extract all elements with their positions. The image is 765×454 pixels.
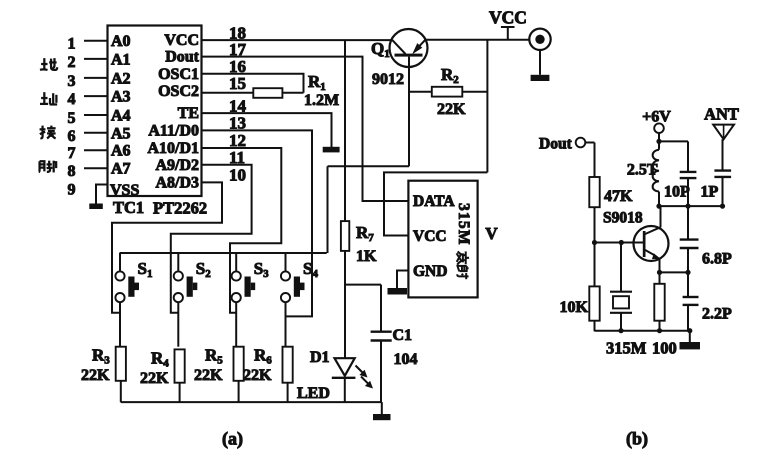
svg-text:22K: 22K	[81, 367, 110, 384]
svg-text:6.8P: 6.8P	[702, 251, 732, 268]
svg-text:VCC: VCC	[413, 228, 447, 245]
svg-text:A0: A0	[111, 33, 131, 50]
svg-text:104: 104	[394, 351, 418, 368]
svg-text:7: 7	[68, 145, 76, 162]
svg-text:Dout: Dout	[165, 49, 199, 66]
svg-text:VCC: VCC	[489, 8, 527, 28]
svg-text:A10/D1: A10/D1	[147, 140, 199, 157]
svg-text:6: 6	[68, 128, 76, 145]
svg-text:A7: A7	[111, 161, 131, 178]
svg-text:10: 10	[229, 166, 246, 185]
svg-text:+6V: +6V	[642, 109, 671, 126]
svg-text:16: 16	[229, 57, 246, 76]
svg-text:A9/D2: A9/D2	[155, 157, 199, 174]
svg-text:DATA: DATA	[413, 193, 455, 210]
svg-text:OSC2: OSC2	[158, 83, 199, 100]
svg-text:1.2M: 1.2M	[304, 92, 339, 109]
svg-text:A1: A1	[111, 51, 131, 68]
svg-text:GND: GND	[413, 263, 447, 280]
svg-text:Dout: Dout	[539, 136, 573, 153]
svg-text:A4: A4	[111, 108, 131, 125]
svg-text:47K: 47K	[604, 188, 633, 205]
svg-text:(b): (b)	[626, 429, 648, 450]
svg-text:22K: 22K	[437, 101, 466, 118]
svg-text:4: 4	[68, 91, 76, 108]
svg-text:12: 12	[229, 131, 246, 150]
svg-text:ANT: ANT	[704, 105, 739, 124]
svg-text:VSS: VSS	[110, 182, 139, 199]
svg-text:R2: R2	[441, 65, 459, 86]
svg-text:C1: C1	[393, 327, 413, 344]
svg-text:10K: 10K	[560, 299, 589, 316]
svg-text:S9018: S9018	[603, 210, 643, 227]
svg-text:TE: TE	[178, 105, 199, 122]
svg-text:A3: A3	[111, 89, 131, 106]
svg-text:22K: 22K	[243, 367, 272, 384]
svg-text:A2: A2	[111, 70, 131, 87]
svg-text:A11/D0: A11/D0	[148, 122, 199, 139]
svg-text:V: V	[485, 224, 498, 243]
svg-text:2.5T: 2.5T	[627, 162, 658, 179]
svg-text:2.2P: 2.2P	[702, 306, 732, 323]
svg-text:315M: 315M	[606, 339, 647, 358]
svg-text:11: 11	[229, 148, 245, 167]
svg-text:17: 17	[229, 40, 247, 59]
svg-text:2: 2	[68, 54, 76, 71]
svg-text:9: 9	[68, 182, 76, 199]
svg-text:8: 8	[68, 163, 76, 180]
svg-text:22K: 22K	[194, 367, 223, 384]
svg-text:A5: A5	[111, 125, 131, 142]
svg-text:A8/D3: A8/D3	[155, 174, 199, 191]
svg-text:9012: 9012	[372, 71, 404, 88]
svg-text:1K: 1K	[356, 248, 377, 265]
svg-text:1: 1	[68, 36, 76, 53]
svg-text:LED: LED	[297, 385, 330, 402]
svg-text:D1: D1	[310, 349, 330, 366]
svg-text:10P: 10P	[664, 184, 690, 201]
svg-text:PT2262: PT2262	[153, 199, 207, 218]
svg-text:OSC1: OSC1	[158, 66, 199, 83]
svg-text:5: 5	[68, 110, 76, 127]
svg-text:A6: A6	[111, 143, 131, 160]
svg-text:VCC: VCC	[164, 32, 199, 49]
svg-text:TC1: TC1	[113, 198, 144, 217]
svg-text:22K: 22K	[140, 370, 169, 387]
svg-text:13: 13	[229, 114, 246, 133]
svg-text:(a): (a)	[222, 429, 243, 450]
svg-text:14: 14	[229, 96, 247, 115]
svg-text:15: 15	[229, 74, 246, 93]
svg-text:1P: 1P	[701, 184, 719, 201]
svg-text:315M: 315M	[455, 203, 472, 246]
svg-text:100: 100	[652, 339, 677, 358]
svg-text:3: 3	[68, 73, 76, 90]
svg-text:18: 18	[229, 23, 246, 42]
